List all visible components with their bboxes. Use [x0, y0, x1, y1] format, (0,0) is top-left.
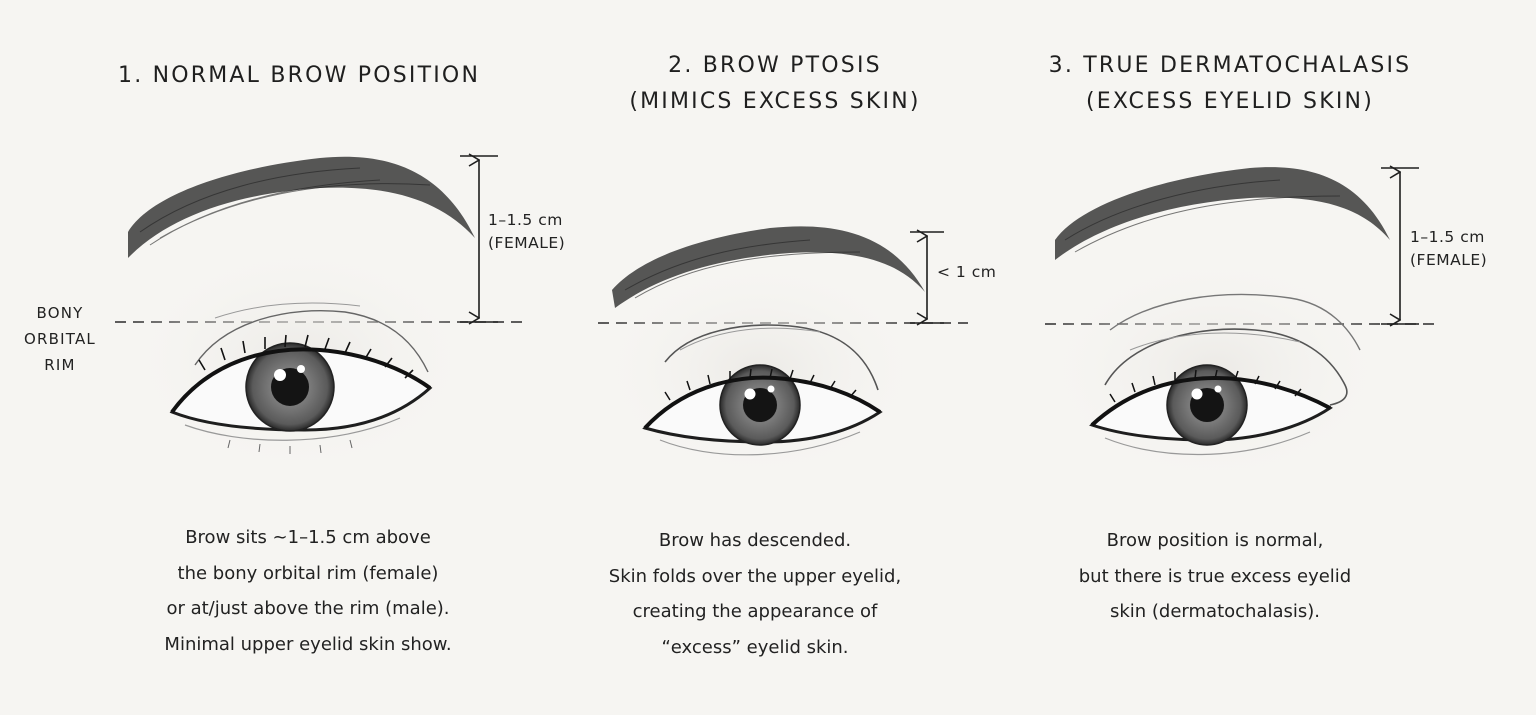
rim-label-line: BONY — [36, 304, 84, 322]
panel-1-title: 1. NORMAL BROW POSITION — [118, 63, 481, 88]
brow-normal-3 — [1055, 167, 1390, 260]
measure-label-3: 1–1.5 cm (FEMALE) — [1410, 228, 1488, 269]
bony-orbital-rim-label: BONY ORBITAL RIM — [24, 300, 96, 378]
brow-ptosis — [612, 226, 925, 308]
panel-1-caption: Brow sits ~1–1.5 cm above the bony orbit… — [164, 527, 452, 655]
rim-label-line: ORBITAL — [24, 330, 96, 348]
measure-label-1: 1–1.5 cm (FEMALE) — [488, 211, 566, 252]
panel-3-caption: Brow position is normal, but there is tr… — [1078, 530, 1352, 622]
rim-label-line: RIM — [44, 356, 76, 374]
panel-2-title: 2. BROW PTOSIS (MIMICS EXCESS SKIN) — [629, 53, 921, 114]
measure-label-2: < 1 cm — [937, 263, 997, 281]
eye-illustration-dermatochalasis — [1035, 167, 1395, 490]
panel-3-title: 3. TRUE DERMATOCHALASIS (EXCESS EYELID S… — [1048, 53, 1412, 114]
brow-normal — [128, 156, 475, 258]
eye-illustration-brow-ptosis — [590, 226, 930, 485]
panel-2-caption: Brow has descended. Skin folds over the … — [608, 530, 902, 658]
eye-illustration-normal — [120, 156, 480, 480]
